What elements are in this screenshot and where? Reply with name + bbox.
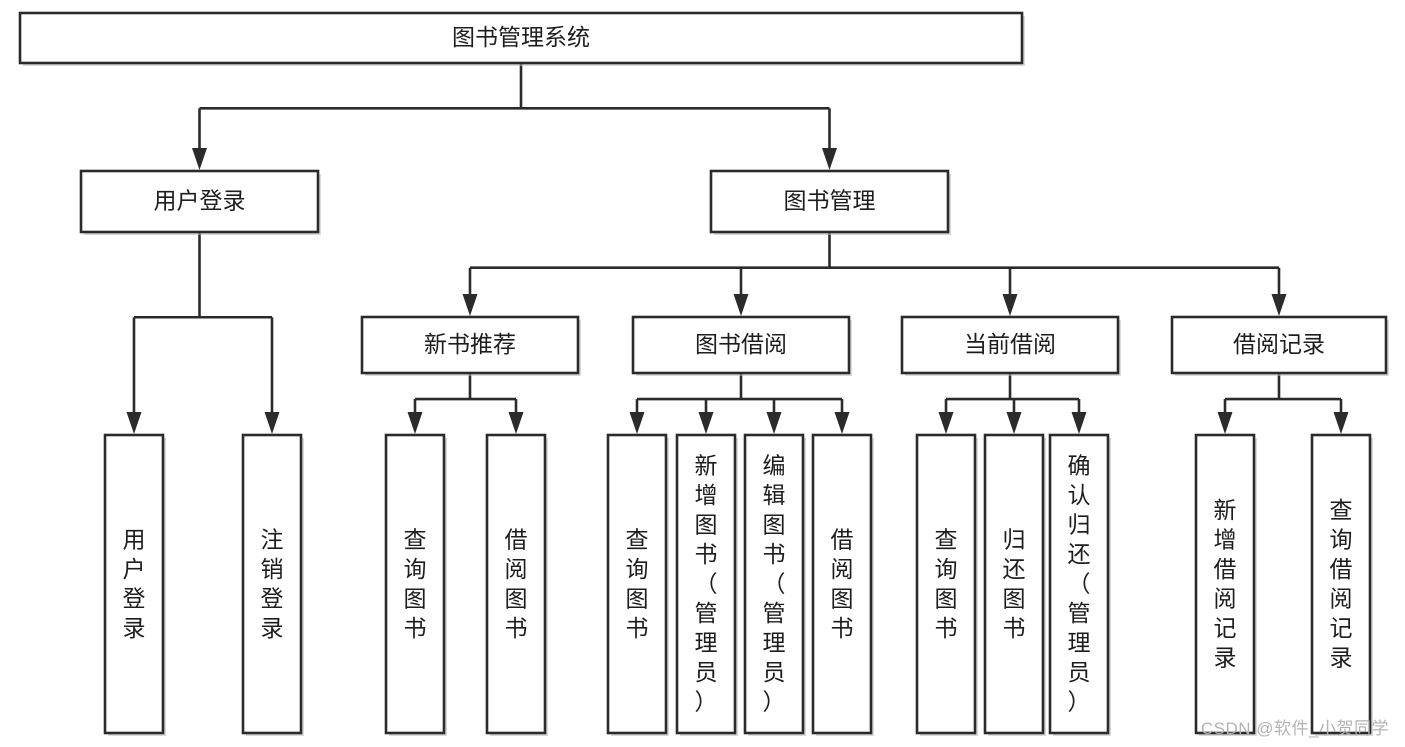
arrow-head-icon: [264, 412, 280, 434]
arrow-head-icon: [462, 294, 478, 316]
arrow-head-icon: [1071, 412, 1087, 434]
arrow-head-icon: [629, 412, 645, 434]
node-label: 编辑图书（管理员）: [763, 453, 786, 715]
node-label: 借阅图书: [505, 526, 528, 641]
node-box[interactable]: [485, 433, 547, 735]
node-label: 图书借阅: [695, 331, 787, 357]
arrow-head-icon: [1271, 294, 1287, 316]
arrow-head-icon: [834, 412, 850, 434]
node-user-login[interactable]: 用户登录: [79, 169, 321, 235]
arrow-head-icon: [822, 148, 837, 170]
node-layer: 图书管理系统用户登录图书管理新书推荐图书借阅当前借阅借阅记录用户登录注销登录查询…: [18, 11, 1389, 736]
node-label: 借阅图书: [831, 526, 854, 641]
arrow-head-icon: [192, 148, 207, 170]
node-leaf-borrow-book-2[interactable]: 借阅图书: [811, 433, 874, 736]
arrow-head-icon: [733, 294, 749, 316]
arrow-head-icon: [1002, 294, 1018, 316]
node-label: 新书推荐: [424, 331, 516, 357]
node-current-borrow[interactable]: 当前借阅: [900, 315, 1121, 376]
node-label: 当前借阅: [964, 331, 1056, 357]
node-label: 查询图书: [626, 526, 649, 641]
node-leaf-borrow-book-1[interactable]: 借阅图书: [485, 433, 548, 736]
node-box[interactable]: [384, 433, 446, 735]
node-box[interactable]: [1170, 315, 1388, 375]
node-leaf-query-book-2[interactable]: 查询图书: [606, 433, 669, 736]
node-box[interactable]: [606, 433, 668, 735]
node-root[interactable]: 图书管理系统: [18, 11, 1025, 66]
node-box[interactable]: [241, 433, 303, 735]
node-label: 新增图书（管理员）: [695, 453, 718, 715]
node-book-borrow[interactable]: 图书借阅: [631, 315, 852, 376]
node-box[interactable]: [631, 315, 851, 375]
node-borrow-record[interactable]: 借阅记录: [1170, 315, 1389, 376]
node-box[interactable]: [811, 433, 873, 735]
arrow-head-icon: [407, 412, 423, 434]
arrow-head-icon: [126, 412, 142, 434]
node-label: 查询图书: [404, 526, 427, 641]
node-label: 查询借阅记录: [1330, 497, 1353, 671]
arrow-head-icon: [698, 412, 714, 434]
node-label: 注销登录: [261, 526, 284, 641]
node-box[interactable]: [709, 169, 950, 234]
node-leaf-query-book-1[interactable]: 查询图书: [384, 433, 447, 736]
node-box[interactable]: [915, 433, 977, 735]
node-leaf-confirm-return[interactable]: 确认归还（管理员）: [1048, 433, 1111, 736]
node-leaf-query-record[interactable]: 查询借阅记录: [1310, 433, 1373, 736]
node-box[interactable]: [79, 169, 320, 234]
node-box[interactable]: [103, 433, 165, 735]
node-leaf-query-book-3[interactable]: 查询图书: [915, 433, 978, 736]
node-box[interactable]: [900, 315, 1120, 375]
node-label: 图书管理: [784, 188, 876, 214]
arrow-head-icon: [766, 412, 782, 434]
arrow-head-icon: [508, 412, 524, 434]
node-label: 新增借阅记录: [1214, 497, 1237, 671]
node-label: 借阅记录: [1233, 331, 1325, 357]
node-leaf-user-login[interactable]: 用户登录: [103, 433, 166, 736]
node-box[interactable]: [18, 11, 1024, 65]
node-label: 图书管理系统: [452, 24, 590, 50]
node-box[interactable]: [1194, 433, 1256, 735]
arrow-head-icon: [1217, 412, 1233, 434]
connector-layer: [126, 63, 1349, 434]
node-new-book-rec[interactable]: 新书推荐: [360, 315, 581, 376]
arrow-head-icon: [1333, 412, 1349, 434]
node-box[interactable]: [675, 433, 737, 735]
node-label: 用户登录: [123, 526, 146, 641]
node-book-manage[interactable]: 图书管理: [709, 169, 951, 235]
node-leaf-return-book[interactable]: 归还图书: [983, 433, 1046, 736]
node-label: 确认归还（管理员）: [1068, 453, 1091, 715]
node-box[interactable]: [1048, 433, 1110, 735]
node-box[interactable]: [360, 315, 580, 375]
node-leaf-add-record[interactable]: 新增借阅记录: [1194, 433, 1257, 736]
node-label: 用户登录: [154, 188, 246, 214]
arrow-head-icon: [938, 412, 954, 434]
node-box[interactable]: [743, 433, 805, 735]
arrow-head-icon: [1006, 412, 1022, 434]
node-leaf-add-book[interactable]: 新增图书（管理员）: [675, 433, 738, 736]
node-box[interactable]: [983, 433, 1045, 735]
node-leaf-edit-book[interactable]: 编辑图书（管理员）: [743, 433, 806, 736]
node-box[interactable]: [1310, 433, 1372, 735]
node-label: 归还图书: [1003, 526, 1026, 641]
node-label: 查询图书: [935, 526, 958, 641]
node-leaf-logout[interactable]: 注销登录: [241, 433, 304, 736]
